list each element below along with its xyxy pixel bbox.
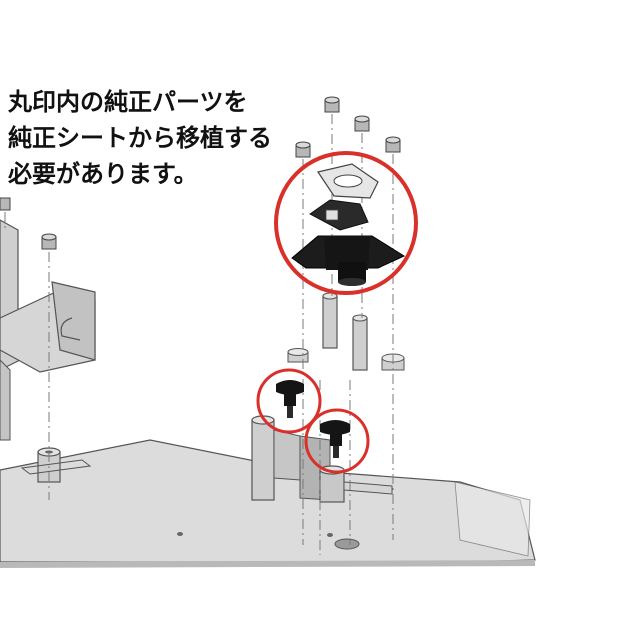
caption-line: 丸印内の純正パーツを: [8, 88, 248, 116]
highlight-circle-damper-left: [256, 368, 322, 434]
top-nuts: [0, 96, 401, 211]
caption-line: 純正シートから移植する: [8, 124, 272, 152]
left-bracket: [0, 219, 96, 441]
left-nut: [41, 233, 57, 250]
instruction-caption: 丸印内の純正パーツを 純正シートから移植する 必要があります。: [8, 84, 308, 192]
rubber-damper-left: [276, 380, 304, 418]
highlight-circle-latch: [274, 151, 418, 295]
highlight-circles: [256, 151, 418, 474]
rubber-damper-right: [320, 420, 350, 458]
seat-latch-assembly: [291, 163, 406, 286]
highlight-circle-damper-right: [304, 408, 370, 474]
base-plate: [0, 439, 536, 568]
caption-line: 必要があります。: [8, 160, 198, 188]
spacers: [287, 292, 405, 371]
